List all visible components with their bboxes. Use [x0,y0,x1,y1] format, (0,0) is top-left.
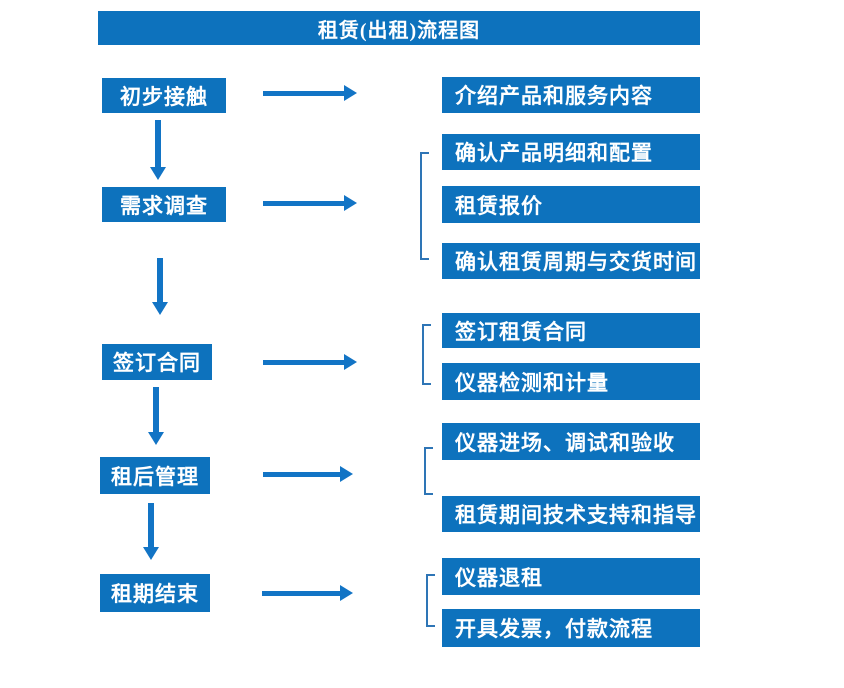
arrow-shaft [263,360,346,365]
arrow-right-5 [262,585,353,601]
step-demand-survey: 需求调查 [102,187,226,222]
step-initial-contact: 初步接触 [102,78,226,113]
bracket-group-demand-survey [420,152,429,260]
arrow-head [340,585,353,601]
arrow-down-3 [148,387,164,445]
detail-sign-rental-contract: 签订租赁合同 [442,313,700,348]
flowchart-title: 租赁(出租)流程图 [98,11,700,45]
arrow-shaft [153,387,159,434]
arrow-shaft [263,91,346,96]
arrow-right-4 [263,466,353,482]
detail-intro-products-services: 介绍产品和服务内容 [442,77,700,113]
arrow-shaft [263,472,342,477]
step-sign-contract: 签订合同 [102,344,212,380]
step-post-rental-management: 租后管理 [100,457,210,494]
detail-invoice-payment: 开具发票，付款流程 [442,609,700,647]
detail-instrument-return: 仪器退租 [442,558,700,595]
arrow-right-1 [263,85,357,101]
bracket-group-sign-contract [422,324,431,385]
detail-instrument-testing-metering: 仪器检测和计量 [442,363,700,400]
arrow-head [152,302,168,315]
arrow-head [344,85,357,101]
detail-rental-quote: 租赁报价 [442,186,700,223]
arrow-shaft [155,120,161,169]
bracket-group-post-rental [424,447,433,495]
detail-confirm-product-config: 确认产品明细和配置 [442,134,700,170]
detail-instrument-setup-acceptance: 仪器进场、调试和验收 [442,423,700,460]
arrow-head [344,195,357,211]
step-lease-end: 租期结束 [100,574,210,612]
arrow-right-2 [263,195,357,211]
arrow-shaft [148,503,154,549]
arrow-head [148,432,164,445]
arrow-head [344,354,357,370]
arrow-head [150,167,166,180]
arrow-down-2 [152,258,168,315]
arrow-shaft [263,201,346,206]
arrow-right-3 [263,354,357,370]
arrow-down-4 [143,503,159,560]
arrow-shaft [262,591,342,596]
arrow-head [340,466,353,482]
arrow-shaft [157,258,163,304]
arrow-down-1 [150,120,166,180]
detail-confirm-period-delivery: 确认租赁周期与交货时间 [442,243,700,279]
bracket-group-lease-end [426,574,435,627]
detail-rental-tech-support: 租赁期间技术支持和指导 [442,496,700,532]
arrow-head [143,547,159,560]
